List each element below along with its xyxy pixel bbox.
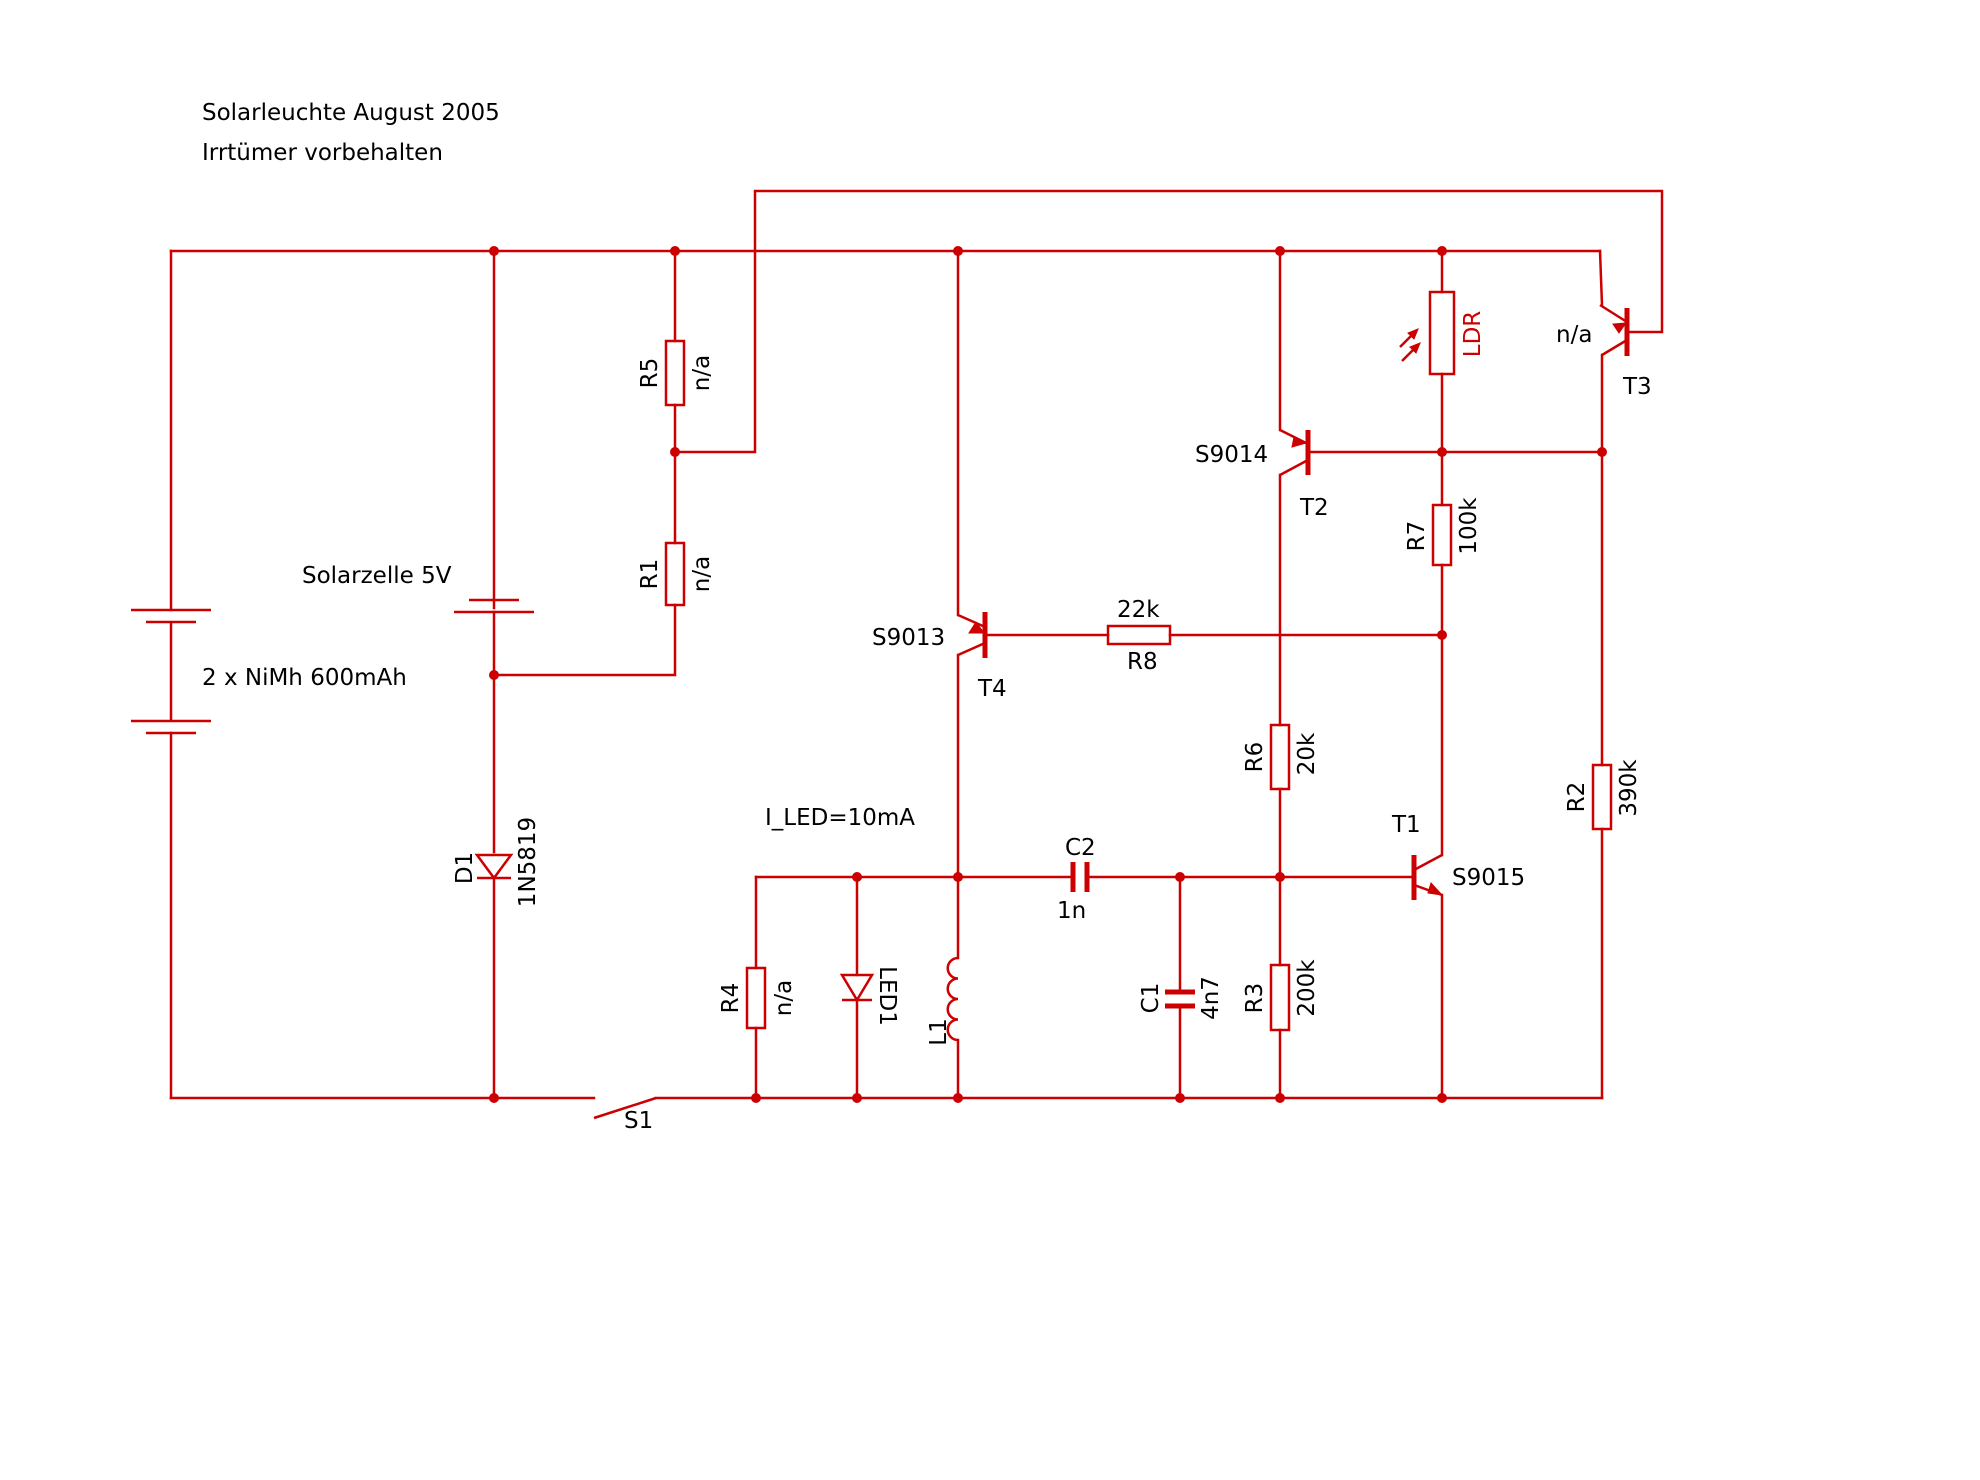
r5-ref: R5 (637, 358, 663, 389)
led1-ref: LED1 (874, 966, 900, 1026)
r2-value: 390k (1616, 759, 1642, 817)
transistor-t4 (957, 612, 988, 658)
r3-value: 200k (1294, 959, 1320, 1017)
d1-ref: D1 (452, 852, 478, 884)
resistor-r4 (745, 966, 767, 1030)
capacitor-c2 (1070, 862, 1090, 892)
wires (169, 189, 1664, 1100)
diode-d1 (474, 853, 514, 881)
title-line-2: Irrtümer vorbehalten (202, 140, 443, 166)
r3-ref: R3 (1242, 983, 1268, 1014)
resistor-r3 (1269, 963, 1291, 1032)
r8-value: 22k (1117, 597, 1160, 623)
r7-value: 100k (1456, 497, 1482, 555)
r6-ref: R6 (1242, 742, 1268, 773)
battery-symbol (131, 608, 211, 735)
d1-value: 1N5819 (515, 817, 541, 907)
capacitor-c1 (1165, 989, 1195, 1009)
r5-value: n/a (689, 355, 715, 391)
resistor-r8 (1106, 624, 1172, 646)
r1-value: n/a (689, 556, 715, 592)
t3-value: n/a (1556, 322, 1592, 348)
t1-value: S9015 (1452, 865, 1525, 891)
solar-cell-symbol (454, 598, 534, 614)
resistor-r2 (1591, 763, 1613, 831)
resistor-r1 (664, 541, 686, 607)
r8-ref: R8 (1127, 649, 1158, 675)
r2-ref: R2 (1564, 782, 1590, 813)
t4-ref: T4 (977, 676, 1007, 702)
ldr-symbol (1399, 290, 1456, 376)
switch-s1 (593, 1096, 657, 1120)
inductor-l1 (946, 956, 959, 1042)
t2-value: S9014 (1195, 442, 1268, 468)
transistor-t3 (1599, 303, 1630, 357)
led-led1 (839, 973, 875, 1003)
c1-ref: C1 (1138, 983, 1164, 1014)
l1-ref: L1 (926, 1018, 952, 1045)
junction-dots (489, 246, 1607, 1103)
t1-ref: T1 (1391, 812, 1421, 838)
r7-ref: R7 (1404, 521, 1430, 552)
t4-value: S9013 (872, 625, 945, 651)
c2-ref: C2 (1065, 835, 1096, 861)
r1-ref: R1 (637, 559, 663, 590)
t2-ref: T2 (1299, 495, 1329, 521)
r4-ref: R4 (718, 983, 744, 1014)
transistor-t2 (1279, 428, 1311, 477)
title-line-1: Solarleuchte August 2005 (202, 100, 500, 126)
transistor-t1 (1411, 853, 1444, 900)
t3-ref: T3 (1622, 374, 1652, 400)
resistor-r5 (664, 339, 686, 407)
r6-value: 20k (1294, 732, 1320, 775)
c1-value: 4n7 (1198, 976, 1224, 1020)
solar-cell-label: Solarzelle 5V (302, 563, 452, 589)
resistor-r6 (1269, 723, 1291, 791)
led-current-note: I_LED=10mA (765, 805, 915, 831)
s1-ref: S1 (624, 1108, 653, 1134)
resistor-r7 (1431, 503, 1453, 567)
ldr-ref: LDR (1460, 311, 1486, 358)
c2-value: 1n (1057, 898, 1086, 924)
r4-value: n/a (771, 980, 797, 1016)
battery-label: 2 x NiMh 600mAh (202, 665, 407, 691)
